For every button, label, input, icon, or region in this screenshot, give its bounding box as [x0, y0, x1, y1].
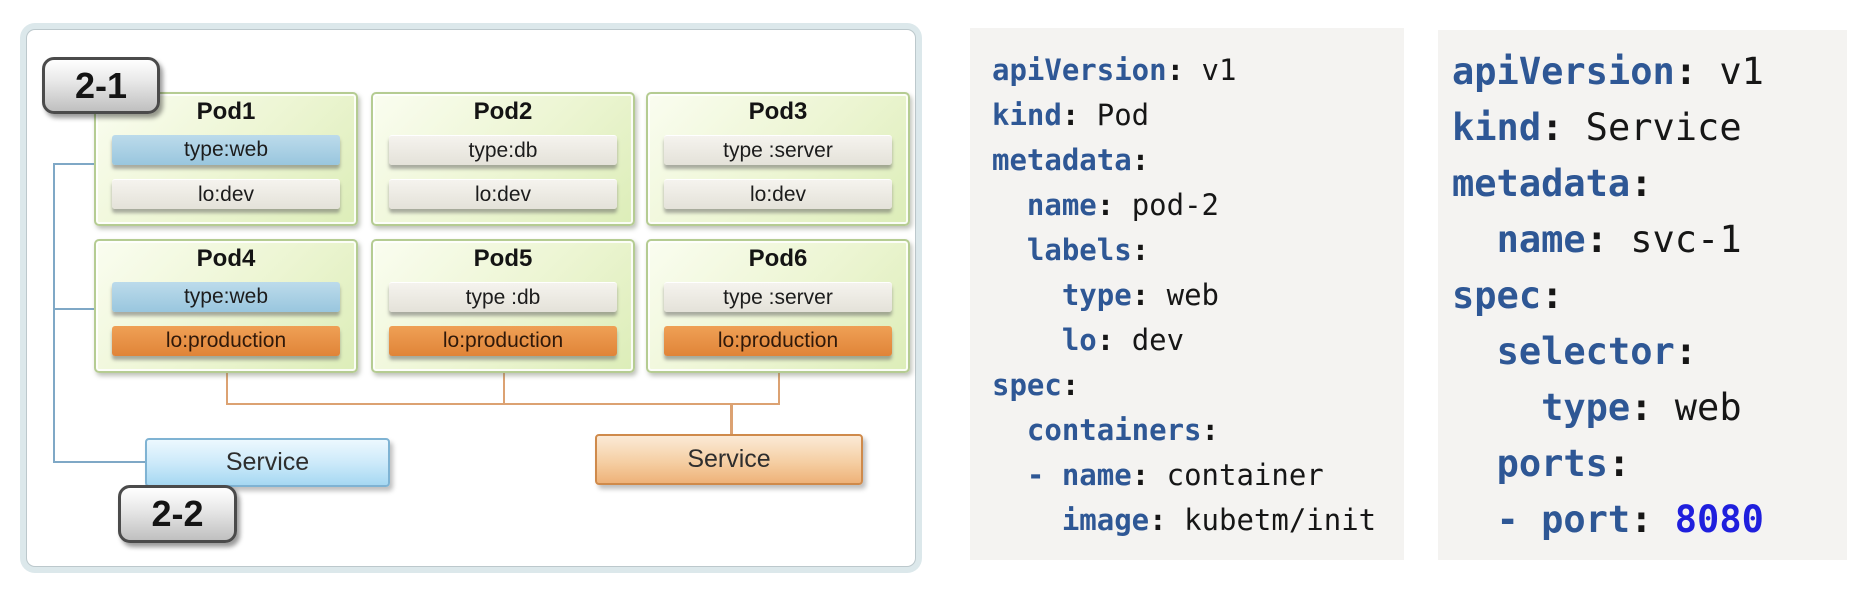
yaml-line: apiVersion: v1 — [992, 53, 1237, 87]
pod-box-pod5: Pod5 type :db lo:production — [371, 239, 635, 373]
pod-title: Pod4 — [196, 245, 256, 272]
pod-lo-label: lo:dev — [389, 179, 617, 209]
pod-type-label: type :db — [389, 282, 617, 312]
yaml-line: spec: — [992, 368, 1080, 402]
orange-connector-pod4-drop — [226, 373, 228, 405]
blue-connector-pod4-stub — [53, 308, 94, 310]
yaml-line: type: web — [1061, 278, 1219, 312]
pod-lo-label: lo:production — [389, 326, 617, 356]
pod-type-label: type :server — [664, 282, 892, 312]
yaml-line: kind: Service — [1452, 106, 1742, 149]
pod-type-label: type:db — [389, 135, 617, 165]
pods-services-diagram: 2-1 2-2 Pod1 type:web lo:dev Pod2 type:d… — [27, 30, 915, 566]
yaml-line: lo: dev — [1061, 323, 1185, 357]
service-box-orange: Service — [595, 434, 863, 485]
orange-connector-pod5-drop — [503, 373, 505, 405]
yaml-line: name: pod-2 — [1026, 188, 1219, 222]
orange-connector-service-drop — [730, 403, 733, 436]
pod-box-pod1: Pod1 type:web lo:dev — [94, 92, 358, 226]
blue-connector-vertical-line — [53, 163, 55, 463]
yaml-line: type: web — [1541, 386, 1742, 429]
step-badge-2-2-label: 2-2 — [151, 493, 204, 534]
step-badge-2-1: 2-1 — [42, 57, 160, 114]
blue-connector-service-stub — [53, 461, 145, 463]
yaml-line: labels: — [1026, 233, 1150, 267]
pod-type-label: type:web — [112, 282, 340, 312]
blue-connector-pod1-stub — [53, 163, 94, 165]
pod-lo-label: lo:production — [664, 326, 892, 356]
yaml-line: kind: Pod — [992, 98, 1150, 132]
step-badge-2-1-label: 2-1 — [74, 64, 128, 106]
yaml-line: metadata: — [992, 143, 1150, 177]
pod-type-label: type :server — [664, 135, 892, 165]
orange-connector-pod6-drop — [778, 373, 780, 405]
pod-box-pod4: Pod4 type:web lo:production — [94, 239, 358, 373]
yaml-line: image: kubetm/init — [1061, 503, 1377, 537]
yaml-line: apiVersion: v1 — [1452, 50, 1764, 93]
pod-box-pod3: Pod3 type :server lo:dev — [646, 92, 910, 226]
step-badge-2-2: 2-2 — [118, 485, 237, 543]
pod-lo-label: lo:dev — [112, 179, 340, 209]
pod-title: Pod1 — [196, 98, 256, 125]
service-box-blue: Service — [145, 438, 390, 487]
orange-connector-horizontal-line — [226, 403, 780, 405]
pod-title: Pod2 — [473, 98, 533, 125]
pod-title: Pod6 — [748, 245, 808, 272]
yaml-line: name: svc-1 — [1496, 218, 1742, 261]
pod-lo-label: lo:production — [112, 326, 340, 356]
yaml-line: selector: — [1496, 330, 1698, 373]
service-label: Service — [687, 445, 771, 473]
yaml-line: - port: 8080 — [1452, 498, 1764, 541]
pod-title: Pod3 — [748, 98, 808, 125]
pod-yaml-panel: apiVersion: v1 kind: Pod metadata: name:… — [970, 28, 1404, 560]
yaml-line: spec: — [1452, 274, 1564, 317]
yaml-line: metadata: — [1452, 162, 1653, 205]
service-yaml-panel: apiVersion: v1 kind: Service metadata: n… — [1438, 30, 1847, 560]
pod-type-label: type:web — [112, 135, 340, 165]
yaml-line: containers: — [1026, 413, 1219, 447]
pod-lo-label: lo:dev — [664, 179, 892, 209]
pod-box-pod6: Pod6 type :server lo:production — [646, 239, 910, 373]
pod-box-pod2: Pod2 type:db lo:dev — [371, 92, 635, 226]
yaml-line: ports: — [1496, 442, 1631, 485]
yaml-line: - name: container — [992, 458, 1324, 492]
service-label: Service — [225, 448, 310, 476]
pod-title: Pod5 — [473, 245, 533, 272]
